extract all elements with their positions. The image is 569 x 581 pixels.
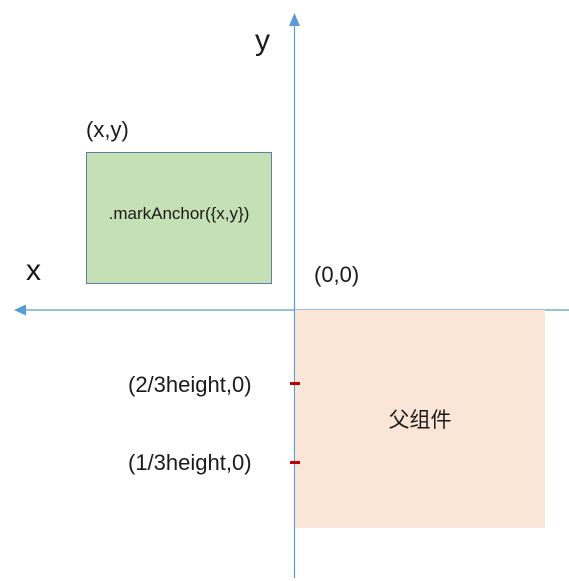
tick-label-two-thirds: (2/3height,0) xyxy=(128,372,252,397)
origin-label: (0,0) xyxy=(314,262,360,287)
tick-label-one-third: (1/3height,0) xyxy=(128,450,252,475)
parent-component-box: 父组件 xyxy=(295,310,545,528)
tick-mark-one-third xyxy=(290,461,300,464)
x-axis-arrow-icon xyxy=(14,304,26,316)
child-corner-label: (x,y) xyxy=(86,117,129,142)
parent-component-label: 父组件 xyxy=(388,408,452,432)
x-axis-label: x xyxy=(26,254,41,287)
y-axis-label: y xyxy=(255,24,270,57)
tick-mark-two-thirds xyxy=(290,382,300,385)
mark-anchor-label: .markAnchor({x,y}) xyxy=(108,204,250,223)
child-component-box: .markAnchor({x,y}) xyxy=(86,152,272,284)
y-axis-arrow-icon xyxy=(289,13,300,26)
